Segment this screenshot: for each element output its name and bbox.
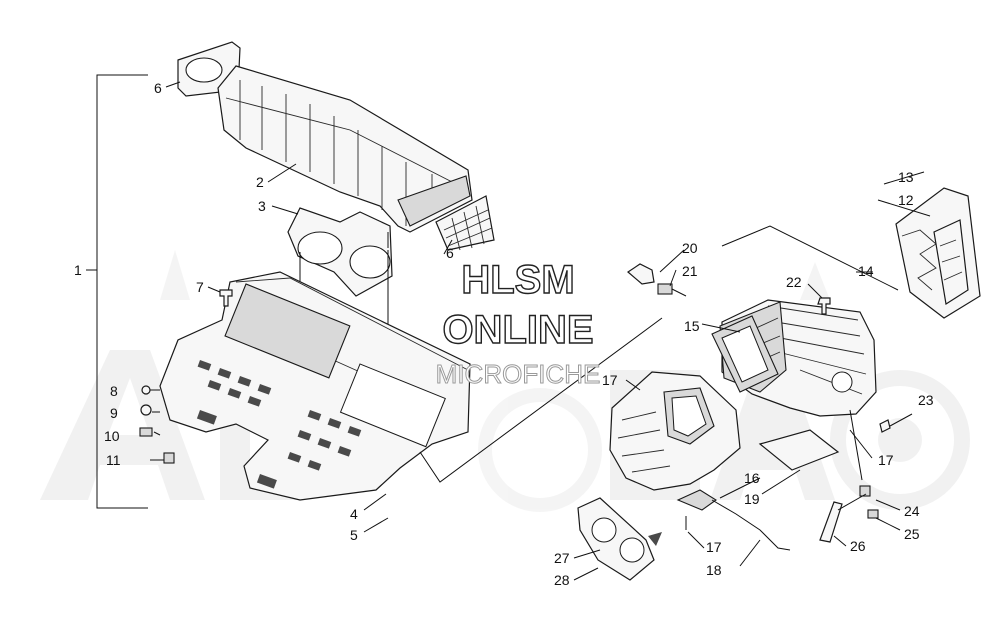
callout-17a: 17 <box>602 372 618 388</box>
leader-lines <box>165 81 931 581</box>
callout-25: 25 <box>904 526 920 542</box>
watermark-line1: HLSM <box>461 258 574 302</box>
callout-6a: 6 <box>154 80 162 96</box>
callout-17c: 17 <box>706 539 722 555</box>
callout-8: 8 <box>110 383 118 399</box>
callout-3: 3 <box>258 198 266 214</box>
lower-airbox-part <box>159 271 471 501</box>
callout-4: 4 <box>350 506 358 522</box>
callout-1: 1 <box>74 262 82 278</box>
callout-28: 28 <box>554 572 570 588</box>
callout-12: 12 <box>898 192 914 208</box>
elbow-fittings <box>627 263 687 297</box>
plate-part <box>758 429 840 471</box>
callout-6b: 6 <box>446 245 454 261</box>
callout-20: 20 <box>682 240 698 256</box>
callout-24: 24 <box>904 503 920 519</box>
bracket-rod-part <box>676 489 791 551</box>
callout-11: 11 <box>106 452 121 468</box>
callout-16: 16 <box>744 470 760 486</box>
callout-5: 5 <box>350 527 358 543</box>
callout-23: 23 <box>918 392 934 408</box>
watermark-line2: ONLINE <box>442 308 593 352</box>
boot-adapter-part <box>287 207 393 297</box>
callout-13: 13 <box>898 169 914 185</box>
callout-9: 9 <box>110 405 118 421</box>
filter-foam-part <box>895 187 981 319</box>
gasket-frame-part <box>711 315 779 393</box>
slot-pattern <box>196 360 362 489</box>
callout-10: 10 <box>104 428 120 444</box>
right-guide-lines <box>419 225 899 483</box>
callout-27: 27 <box>554 550 570 566</box>
callout-15: 15 <box>684 318 700 334</box>
watermark-line3: MICROFICHE <box>436 359 601 389</box>
intake-silencer-part <box>217 65 473 233</box>
assembly-bracket <box>86 74 148 509</box>
callout-21: 21 <box>682 263 698 279</box>
callout-17b: 17 <box>878 452 894 468</box>
hardware-right <box>817 297 913 543</box>
cover-part <box>577 497 662 581</box>
callout-22: 22 <box>786 274 802 290</box>
callouts: 1 2 3 4 5 6 6 7 8 9 10 11 12 13 14 15 16… <box>74 80 934 588</box>
callout-19: 19 <box>744 491 760 507</box>
hardware-left <box>139 286 233 464</box>
callout-2: 2 <box>256 174 264 190</box>
gasket-grid-part <box>435 195 495 251</box>
callout-26: 26 <box>850 538 866 554</box>
callout-14: 14 <box>858 263 874 279</box>
callout-7: 7 <box>196 279 204 295</box>
watermark: HLSM ONLINE MICROFICHE <box>435 257 601 389</box>
intake-duct-part <box>609 371 741 491</box>
callout-18: 18 <box>706 562 722 578</box>
